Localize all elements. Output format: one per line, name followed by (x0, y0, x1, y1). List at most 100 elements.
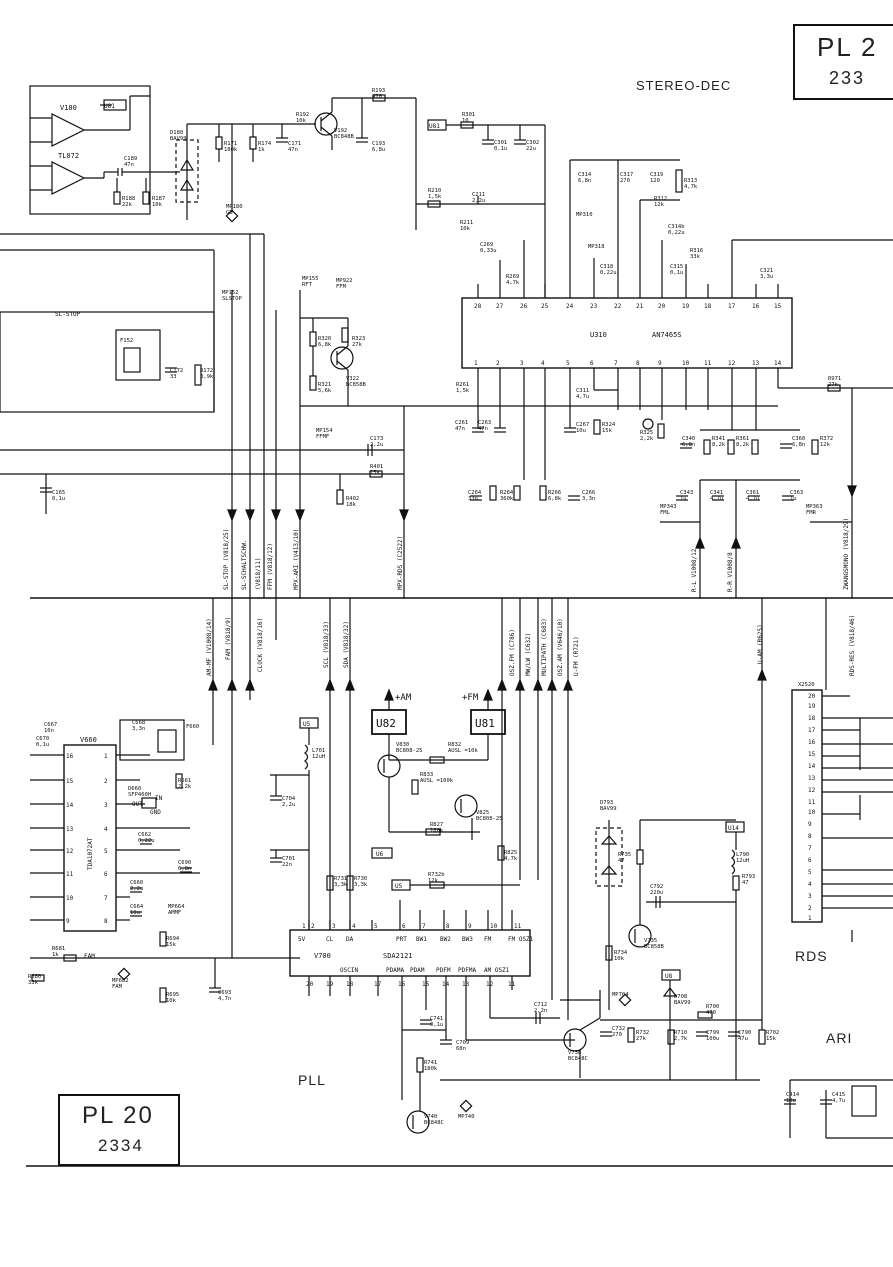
v700-pin-number: 19 (326, 981, 334, 988)
component-value: FFM (336, 284, 347, 290)
am-supply-label: +AM (395, 693, 412, 703)
u310-pin-number: 28 (474, 303, 482, 310)
component-ref: C693 (218, 990, 231, 996)
component-ref: C732 (612, 1026, 625, 1032)
v660-type: TDA1072AT (87, 837, 94, 870)
bus-signal-label: R-L V1008/12 (691, 548, 698, 592)
section-label-ari: ARI (826, 1030, 853, 1046)
u310-pin-number: 16 (752, 303, 760, 310)
rds-connector-pin: 9 (808, 821, 812, 828)
component-value: 47n (124, 162, 134, 168)
u310-pin-number: 10 (682, 360, 690, 367)
component-value: SFP460H (128, 792, 151, 798)
u310-name: U310 (590, 331, 607, 339)
component-ref: L701 (312, 748, 325, 754)
bus-signal-label: CLOCK (V818/16) (257, 618, 264, 672)
component-ref: X2520 (798, 682, 815, 688)
rds-connector-pin: 16 (808, 739, 816, 746)
v660-pin-number: 13 (66, 826, 74, 833)
rds-connector (791, 689, 823, 923)
component-ref: C171 (288, 141, 301, 147)
component-ref: R316 (690, 248, 703, 254)
component-value: 2,2u (472, 198, 485, 204)
bus-signal-label: R-R V1008/8 (727, 552, 734, 592)
component-ref: R187 (152, 196, 165, 202)
u310-pin-number: 17 (728, 303, 736, 310)
component-ref: R372 (820, 436, 833, 442)
u310-type: AN7465S (652, 331, 682, 339)
component-ref: MP682 (112, 978, 129, 984)
component-value: 47n (288, 147, 298, 153)
component-value: 10u (130, 910, 140, 916)
v660-name: V660 (80, 736, 97, 744)
component-value: AUSL =10k (448, 748, 478, 754)
component-value: 2,2k (640, 436, 654, 442)
component-ref: R312 (654, 196, 667, 202)
component-ref: D708 (674, 994, 687, 1000)
component-ref: C318 (600, 264, 613, 270)
component-value: 2,2k (178, 784, 192, 790)
component-value: 10k (152, 202, 163, 208)
component-ref: C414 (786, 1092, 800, 1098)
component-ref: C314 (578, 172, 592, 178)
component-value: 2,2n (534, 1008, 547, 1014)
component-value: SLSTOP (222, 296, 243, 302)
section-label-rds: RDS (795, 948, 828, 964)
component-value: AUSL =100k (420, 778, 454, 784)
v180-name: V180 (60, 104, 77, 112)
component-value: 0,1u (430, 1022, 443, 1028)
component-ref: C264 (468, 490, 482, 496)
component-value: 6,8n (682, 442, 695, 448)
component-ref: R266 (548, 490, 561, 496)
component-ref: V825 (476, 810, 489, 816)
component-ref: D180 (170, 130, 183, 136)
component-ref: C311 (576, 388, 589, 394)
component-ref: C263 (478, 420, 491, 426)
u310-pin-number: 27 (496, 303, 504, 310)
u310-pin-number: 19 (682, 303, 690, 310)
v700-pins (308, 900, 513, 1100)
u82-supply: U82 (376, 717, 396, 730)
component-ref: C712 (534, 1002, 547, 1008)
component-value: 8,2k (712, 442, 726, 448)
component-ref: R320 (318, 336, 331, 342)
component-value: 4,7u (832, 1098, 845, 1104)
component-ref: V735 (644, 938, 657, 944)
component-value: 3,3k (334, 882, 348, 888)
component-value: 3,3n (132, 726, 145, 732)
component-ref: C189 (124, 156, 137, 162)
v700-pin-number: 8 (446, 923, 450, 930)
v660-pin-number: 4 (104, 826, 108, 833)
component-ref: R832 (448, 742, 461, 748)
title-block-bottom: PL 20 2334 (58, 1094, 180, 1166)
component-value: 1u (790, 496, 797, 502)
bus-signal-label: U-AM (R625) (757, 624, 764, 664)
v700-pin-number: 11 (514, 923, 522, 930)
component-ref: C340 (682, 436, 695, 442)
component-value: 180k (424, 1066, 438, 1072)
v700-pin-label: FM (484, 936, 492, 943)
component-value: 0,1u (494, 146, 507, 152)
bus-signal-label: ZWANGSMONO (V818/29) (843, 518, 850, 590)
v180-opamp-a (51, 113, 86, 147)
component-value: 0,22u (138, 838, 155, 844)
component-ref: C165 (52, 490, 65, 496)
component-value: 270 (620, 178, 630, 184)
component-value: 12uH (736, 858, 749, 864)
component-value: GB (226, 210, 233, 216)
component-ref: F660 (186, 724, 199, 730)
v700-pin-number: 5 (374, 923, 378, 930)
component-ref: R730 (354, 876, 367, 882)
component-value: 2,2u (130, 886, 143, 892)
component-ref: V738 (568, 1050, 581, 1056)
component-ref: C360 (792, 436, 805, 442)
component-ref: C319 (650, 172, 663, 178)
u310-pin-number: 3 (520, 360, 524, 367)
component-value: 47u (738, 1036, 748, 1042)
v700-pin-label: FM OSZ1 (508, 936, 534, 943)
title-block-bottom-line2: 2334 (98, 1136, 144, 1155)
component-ref: R731 (334, 876, 347, 882)
component-value: 10u (786, 1098, 796, 1104)
